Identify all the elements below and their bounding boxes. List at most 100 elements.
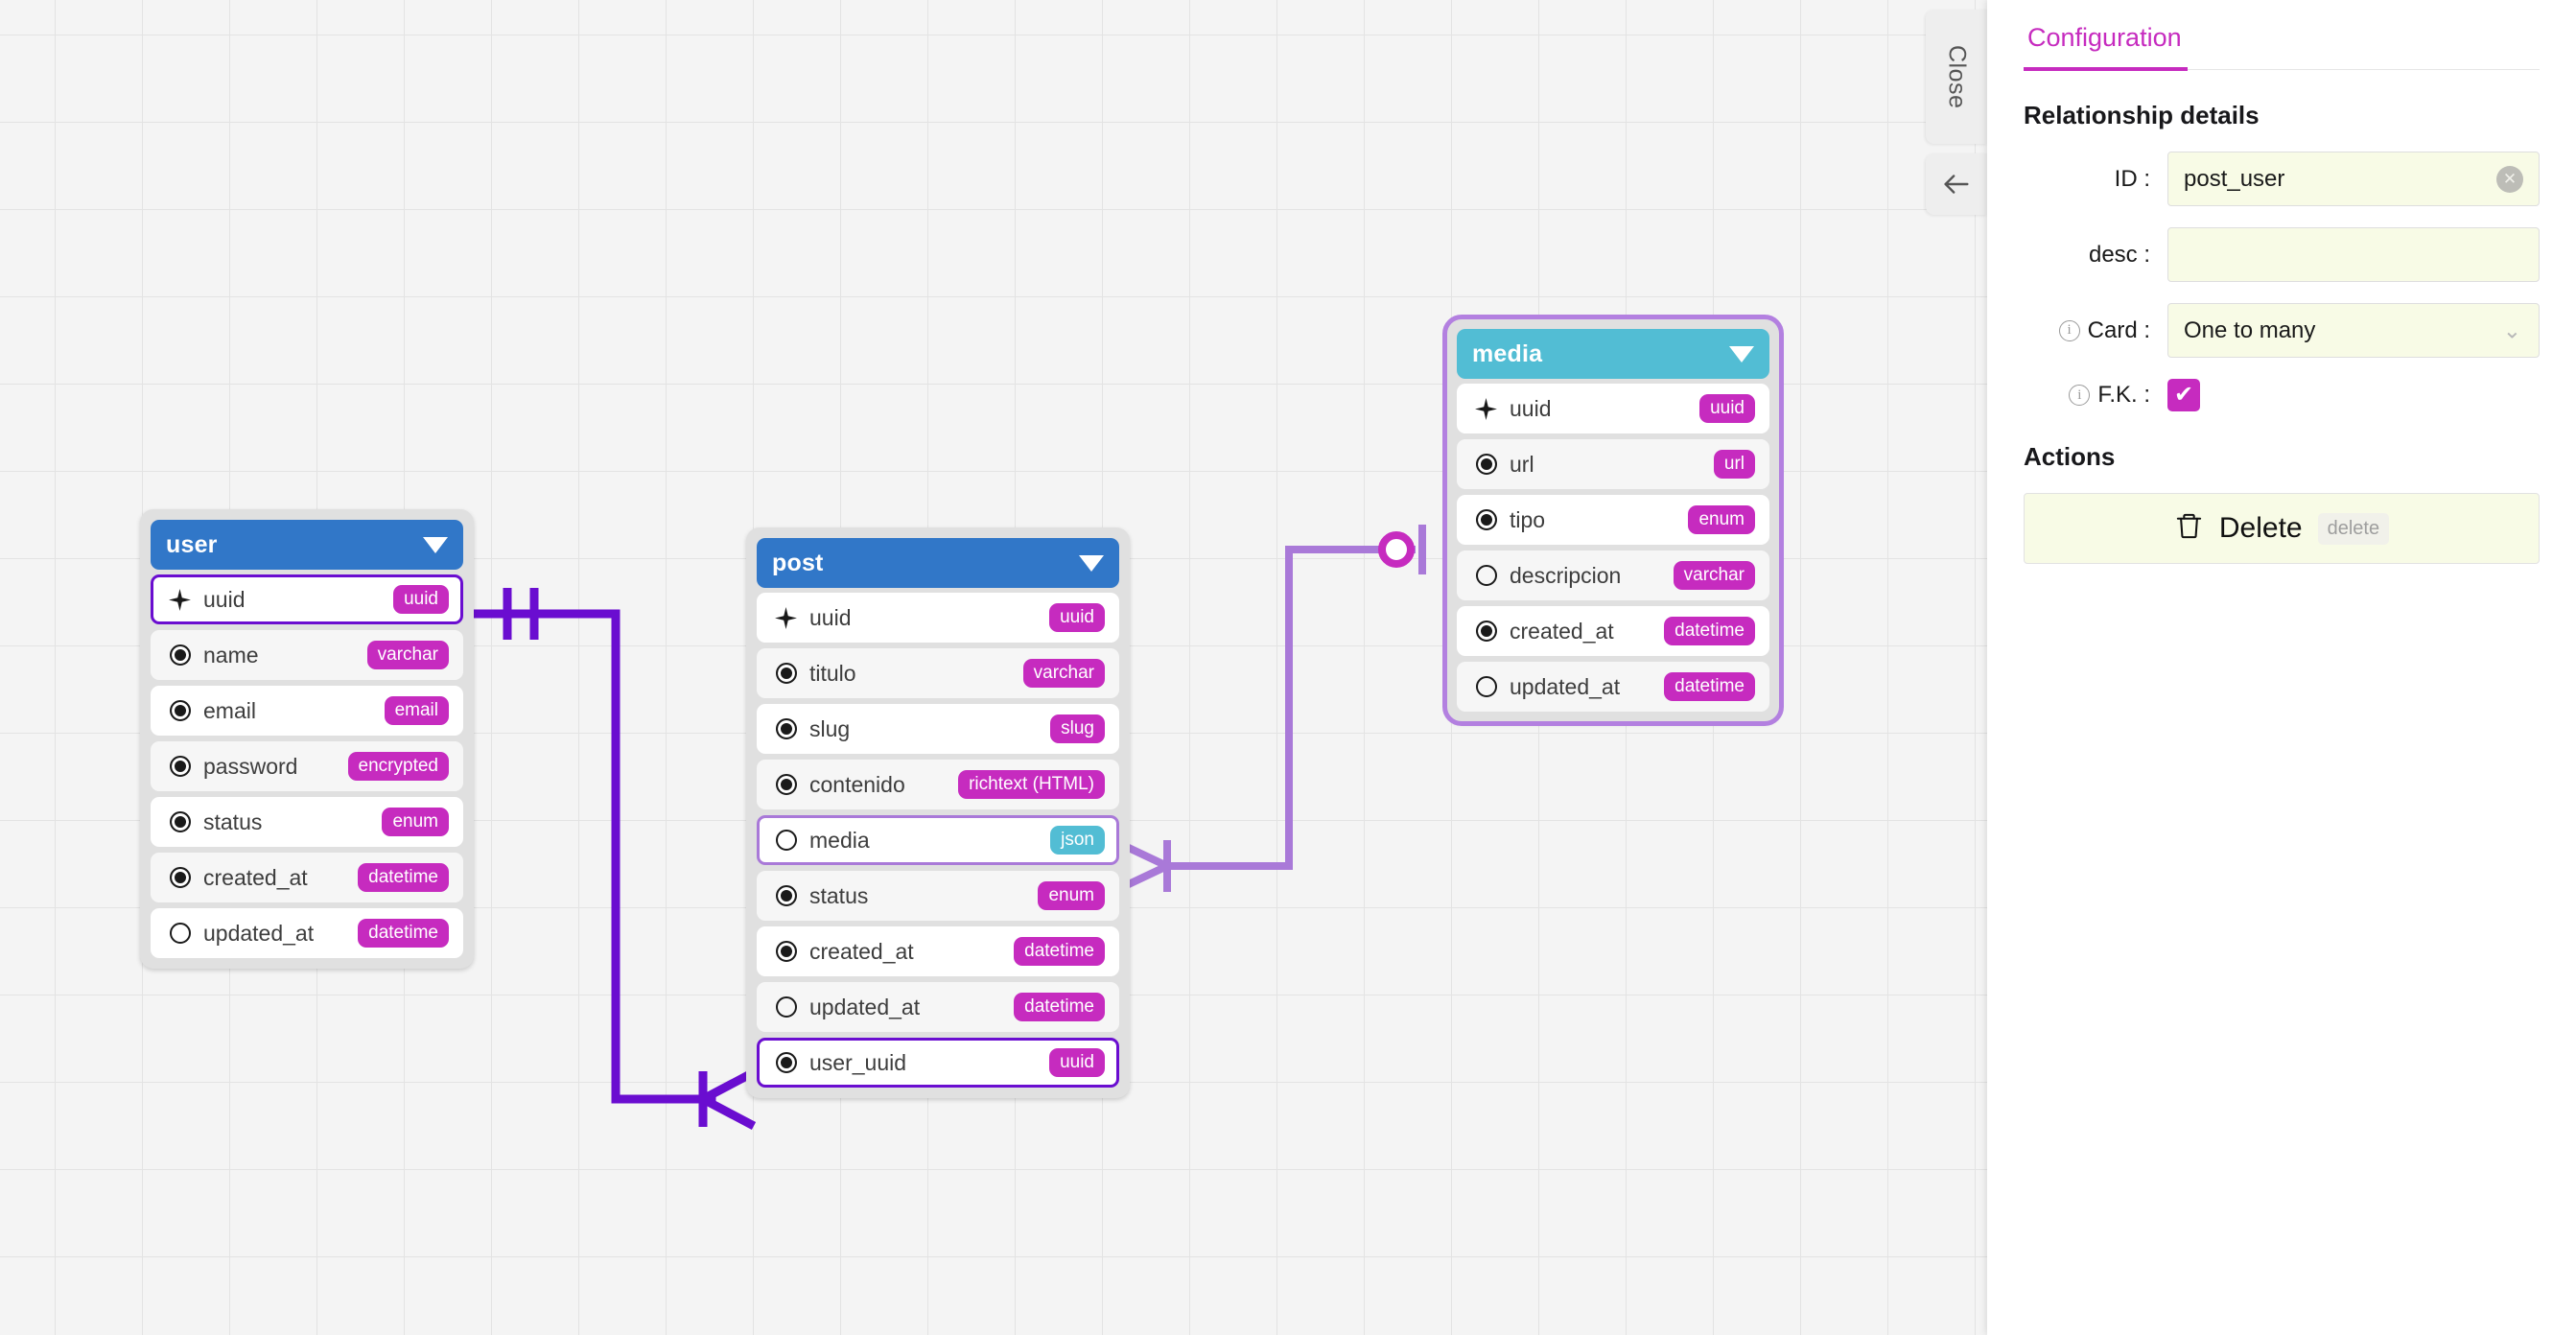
field-row[interactable]: created_at datetime: [151, 853, 463, 902]
field-row[interactable]: status enum: [757, 871, 1119, 921]
field-row[interactable]: tipo enum: [1457, 495, 1769, 545]
required-dot-icon: [167, 867, 193, 888]
required-dot-icon: [773, 718, 799, 739]
field-row[interactable]: titulo varchar: [757, 648, 1119, 698]
field-name: uuid: [809, 604, 852, 630]
required-dot-icon: [1473, 509, 1499, 530]
primary-key-icon: [167, 588, 193, 612]
delete-label: Delete: [2218, 512, 2303, 544]
field-name: updated_at: [1510, 673, 1621, 699]
required-dot-icon: [1473, 621, 1499, 642]
field-type-badge: datetime: [1014, 937, 1105, 966]
entity-table-media[interactable]: media uuid uuid url url tipo: [1442, 315, 1784, 726]
primary-key-icon: [773, 606, 799, 630]
field-row[interactable]: url url: [1457, 439, 1769, 489]
field-row[interactable]: updated_at datetime: [1457, 662, 1769, 712]
field-type-badge: datetime: [358, 919, 449, 948]
field-name: created_at: [203, 864, 308, 890]
field-type-badge: url: [1713, 450, 1755, 479]
clear-icon[interactable]: ✕: [2496, 165, 2523, 193]
required-dot-icon: [773, 774, 799, 795]
field-row[interactable]: uuid uuid: [757, 593, 1119, 643]
field-row[interactable]: media json: [757, 815, 1119, 865]
field-row[interactable]: slug slug: [757, 704, 1119, 754]
field-row[interactable]: contenido richtext (HTML): [757, 760, 1119, 809]
id-input[interactable]: post_user ✕: [2167, 152, 2540, 206]
optional-dot-icon: [773, 830, 799, 851]
field-name: name: [203, 642, 259, 668]
form-row-card: i Card : One to many ⌄: [2024, 303, 2540, 358]
arrow-left-icon[interactable]: [1926, 153, 1987, 215]
optional-dot-icon: [167, 923, 193, 944]
field-type-badge: enum: [1688, 505, 1755, 534]
field-row[interactable]: updated_at datetime: [151, 908, 463, 958]
field-type-badge: uuid: [1049, 1048, 1105, 1077]
field-name: descripcion: [1510, 562, 1622, 588]
delete-button[interactable]: Delete delete: [2024, 493, 2540, 564]
info-icon[interactable]: i: [2069, 385, 2091, 406]
field-name: uuid: [203, 586, 246, 612]
field-name: uuid: [1510, 395, 1552, 421]
required-dot-icon: [773, 885, 799, 906]
field-row[interactable]: created_at datetime: [757, 926, 1119, 976]
close-panel-button[interactable]: Close: [1926, 10, 1987, 144]
chevron-down-icon[interactable]: ⌄: [2502, 317, 2521, 342]
required-dot-icon: [773, 663, 799, 684]
optional-dot-icon: [773, 996, 799, 1018]
field-row[interactable]: password encrypted: [151, 741, 463, 791]
desc-input[interactable]: [2167, 227, 2540, 282]
entity-header-user[interactable]: user: [151, 520, 463, 570]
tab-configuration[interactable]: Configuration: [2024, 23, 2188, 71]
field-type-badge: email: [384, 696, 449, 725]
field-name: email: [203, 697, 256, 723]
chevron-down-icon[interactable]: [1729, 345, 1754, 363]
card-label-text: Card :: [2087, 316, 2150, 343]
field-row[interactable]: user_uuid uuid: [757, 1038, 1119, 1088]
chevron-down-icon[interactable]: [423, 536, 448, 553]
field-name: status: [809, 882, 869, 908]
diagram-canvas[interactable]: user uuid uuid name varchar email: [0, 0, 1987, 1335]
required-dot-icon: [167, 644, 193, 666]
panel-tab-strip: Close: [1926, 0, 1987, 215]
entity-table-post[interactable]: post uuid uuid titulo varchar slug: [746, 527, 1130, 1098]
field-row[interactable]: name varchar: [151, 630, 463, 680]
entity-table-user[interactable]: user uuid uuid name varchar email: [140, 509, 474, 969]
field-type-badge: enum: [382, 808, 449, 836]
relationship-post-user[interactable]: [459, 588, 757, 1130]
relationship-post-media[interactable]: [1112, 525, 1426, 895]
field-name: created_at: [809, 938, 914, 964]
entity-header-media[interactable]: media: [1457, 329, 1769, 379]
field-type-badge: encrypted: [347, 752, 449, 781]
field-row[interactable]: created_at datetime: [1457, 606, 1769, 656]
field-row[interactable]: updated_at datetime: [757, 982, 1119, 1032]
entity-header-post[interactable]: post: [757, 538, 1119, 588]
close-panel-label: Close: [1943, 44, 1971, 109]
fk-label: i F.K. :: [2024, 382, 2167, 409]
field-type-badge: slug: [1050, 714, 1105, 743]
field-row[interactable]: status enum: [151, 797, 463, 847]
entity-title: media: [1472, 340, 1543, 367]
field-name: updated_at: [203, 920, 315, 946]
id-value: post_user: [2184, 165, 2285, 192]
field-row[interactable]: email email: [151, 686, 463, 736]
field-row[interactable]: uuid uuid: [1457, 384, 1769, 433]
field-row[interactable]: descripcion varchar: [1457, 550, 1769, 600]
cardinality-select[interactable]: One to many ⌄: [2167, 303, 2540, 358]
optional-dot-icon: [1473, 676, 1499, 697]
field-type-badge: datetime: [358, 863, 449, 892]
fk-label-text: F.K. :: [2097, 382, 2150, 408]
chevron-down-icon[interactable]: [1079, 554, 1104, 572]
form-row-fk: i F.K. : ✔: [2024, 379, 2540, 411]
required-dot-icon: [167, 700, 193, 721]
info-icon[interactable]: i: [2058, 319, 2080, 341]
field-name: url: [1510, 451, 1534, 477]
entity-title: user: [166, 530, 218, 558]
required-dot-icon: [167, 811, 193, 832]
trash-icon: [2174, 511, 2204, 546]
field-row[interactable]: uuid uuid: [151, 574, 463, 624]
field-type-badge: varchar: [1022, 659, 1105, 688]
fk-checkbox-wrap: ✔: [2167, 379, 2540, 411]
required-dot-icon: [773, 1052, 799, 1073]
fk-checkbox[interactable]: ✔: [2167, 379, 2200, 411]
